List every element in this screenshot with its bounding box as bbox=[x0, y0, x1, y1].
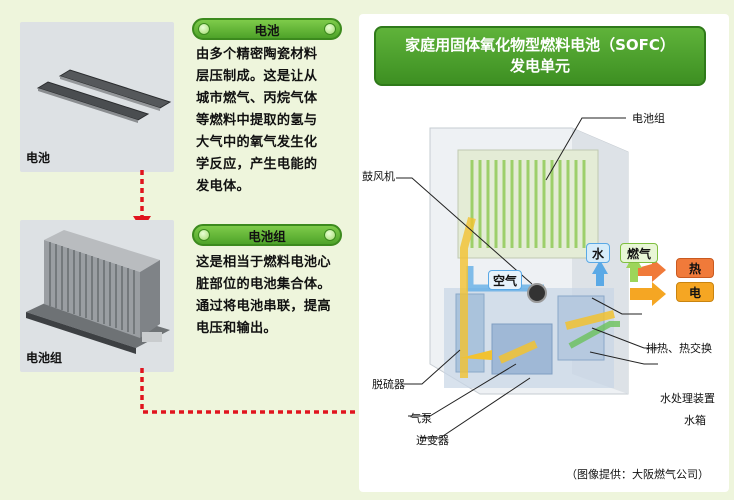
water-badge: 水 bbox=[586, 243, 610, 263]
callout-exhaust-heat: 排热、热交换 bbox=[646, 342, 712, 355]
fuel-gas-badge: 燃气 bbox=[620, 243, 658, 263]
pill-dot-right bbox=[324, 23, 336, 35]
pill-dot-left bbox=[198, 229, 210, 241]
pill-dot-left bbox=[198, 23, 210, 35]
cell-heading-pill: 电池 bbox=[192, 18, 342, 40]
cell-desc-line: 城市燃气、丙烷气体 bbox=[196, 91, 318, 106]
callout-inverter: 逆变器 bbox=[416, 434, 449, 447]
stack-heading-pill: 电池组 bbox=[192, 224, 342, 246]
cell-plates-image bbox=[36, 69, 172, 123]
heat-badge: 热 bbox=[676, 258, 714, 278]
cell-desc-line: 由多个精密陶瓷材料 bbox=[196, 47, 318, 62]
callout-desulfurizer: 脱硫器 bbox=[372, 378, 405, 391]
unit-title-line2: 发电单元 bbox=[509, 57, 570, 75]
unit-title: 家庭用固体氧化物型燃料电池（SOFC） 发电单元 bbox=[374, 26, 706, 86]
stack-photo-label: 电池组 bbox=[26, 351, 63, 365]
cell-photo: 电池 bbox=[20, 22, 174, 172]
cell-desc-line: 层压制成。这是让从 bbox=[196, 69, 318, 84]
cell-photo-label: 电池 bbox=[26, 151, 51, 165]
callout-water-tank: 水箱 bbox=[684, 414, 706, 427]
stack-heading: 电池组 bbox=[248, 228, 286, 244]
cell-desc-line: 学反应，产生电能的 bbox=[196, 157, 318, 172]
callout-water-treatment: 水处理装置 bbox=[660, 392, 715, 405]
pill-dot-right bbox=[324, 229, 336, 241]
flow-arrow-right bbox=[140, 368, 382, 421]
unit-title-line1: 家庭用固体氧化物型燃料电池（SOFC） bbox=[405, 36, 675, 54]
cell-desc-line: 发电体。 bbox=[196, 179, 250, 194]
stack-desc-line: 这是相当于燃料电池心 bbox=[196, 255, 331, 270]
electricity-badge: 电 bbox=[676, 282, 714, 302]
stack-desc-line: 电压和输出。 bbox=[196, 321, 277, 336]
callout-blower: 鼓风机 bbox=[362, 170, 395, 183]
cell-desc-line: 等燃料中提取的氢与 bbox=[196, 113, 318, 128]
sofc-unit-illustration bbox=[396, 117, 666, 439]
image-credit: （图像提供：大阪燃气公司） bbox=[566, 468, 709, 481]
air-badge: 空气 bbox=[488, 270, 522, 290]
cell-heading: 电池 bbox=[254, 22, 280, 38]
stack-description: 这是相当于燃料电池心 脏部位的电池集合体。 通过将电池串联，提高 电压和输出。 bbox=[196, 252, 331, 340]
stack-desc-line: 脏部位的电池集合体。 bbox=[196, 277, 331, 292]
callout-gas-pump: 气泵 bbox=[410, 412, 432, 425]
cell-desc-line: 大气中的氧气发生化 bbox=[196, 135, 318, 150]
cell-stack-image bbox=[26, 230, 170, 354]
stack-photo: 电池组 bbox=[20, 220, 174, 372]
callout-cell-stack: 电池组 bbox=[632, 112, 665, 125]
stack-desc-line: 通过将电池串联，提高 bbox=[196, 299, 331, 314]
cell-description: 由多个精密陶瓷材料 层压制成。这是让从 城市燃气、丙烷气体 等燃料中提取的氢与 … bbox=[196, 44, 317, 198]
